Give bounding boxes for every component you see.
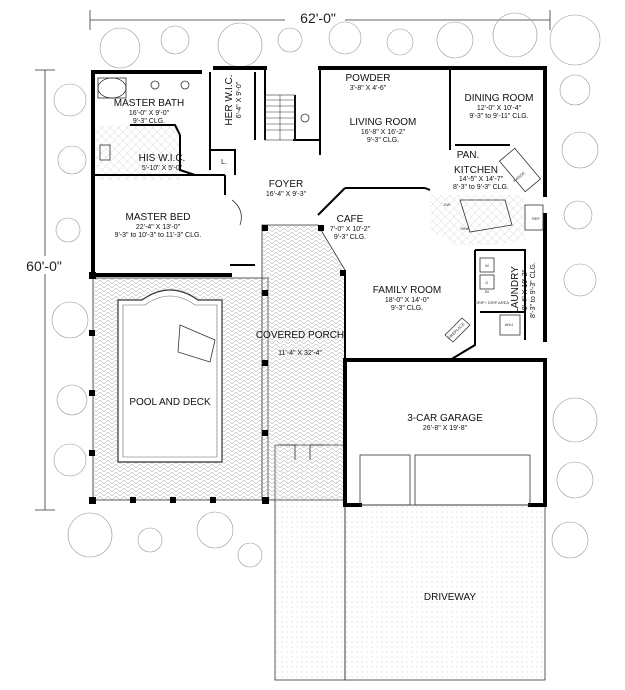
foyer-size: 16'-4" X 9'-3" [266, 191, 307, 198]
master-bed-size: 22'-4" X 13'-0" [136, 224, 181, 231]
foyer-name: FOYER [269, 179, 303, 190]
interior-walls [93, 68, 526, 365]
landscaping [51, 12, 601, 568]
garage-size: 26'-8" X 19'-8" [423, 425, 468, 432]
covered-porch-label: COVERED PORCH [256, 330, 344, 341]
pantry-name: PAN. [457, 150, 480, 161]
cafe-name: CAFE [337, 214, 364, 225]
columns [89, 225, 346, 504]
laundry-name: LAUNDRY [510, 266, 521, 314]
living-room-size: 16'-8" X 16'-2" [361, 129, 406, 136]
powder-name: POWDER [346, 73, 391, 84]
depth-label: 60'-0" [26, 258, 62, 274]
dimension-width: 62'-0" [89, 8, 551, 30]
his-wic-name: HIS W.I.C. [139, 153, 186, 164]
ref-label: REF [532, 216, 541, 221]
kitchen-fixtures [459, 147, 544, 336]
range-label: RANGE [512, 170, 526, 183]
her-wic-size: 6'-4" X 9'-0" [236, 81, 243, 118]
laundry-ceiling: 8'-3" to 9'-3" CLG. [530, 262, 537, 318]
master-bath-name: MASTER BATH [114, 98, 184, 109]
master-bath-tile [95, 125, 180, 180]
family-room-name: FAMILY ROOM [373, 285, 442, 296]
laundry-size: 8'-4" X 10'-2" [522, 269, 529, 310]
exterior-walls [91, 66, 547, 507]
ahu-label: AHU [505, 322, 514, 327]
fireplace: FIREPLACE [444, 317, 471, 343]
his-wic-size: 5'-10" X 5'-0" [142, 165, 183, 172]
master-bath-size: 16'-0" X 9'-0" [129, 110, 170, 117]
kitchen-size: 14'-5" X 14'-7" [459, 176, 504, 183]
master-bed-ceiling: 9'-3" to 10'-3" to 11'-3" CLG. [115, 232, 202, 239]
dining-room-name: DINING ROOM [465, 93, 534, 104]
drip-label: DRIP / DRIP AREA [475, 300, 509, 305]
garage-doors [359, 454, 531, 506]
master-bath-ceiling: 9'-3" CLG. [133, 118, 165, 125]
kitchen-name: KITCHEN [454, 165, 498, 176]
living-room-ceiling: 9'-3" CLG. [367, 137, 399, 144]
cafe-size: 7'-0" X 10'-2" [330, 226, 371, 233]
entry-doors [231, 199, 325, 460]
covered-porch-size: 11'-4" X 32'-4" [278, 350, 322, 357]
pool-deck-label: POOL AND DECK [129, 397, 211, 408]
pool-deck: POOL AND DECK [92, 277, 269, 501]
covered-porch: COVERED PORCH 11'-4" X 32'-4" [256, 224, 346, 501]
bath-fixtures [97, 77, 310, 161]
dining-room-ceiling: 9'-3" to 9'-11" CLG. [469, 113, 528, 120]
master-bed-name: MASTER BED [125, 212, 190, 223]
kitchen-tile [430, 195, 525, 245]
living-room-name: LIVING ROOM [350, 117, 417, 128]
family-room-size: 18'-0" X 14'-0" [385, 297, 430, 304]
family-room-ceiling: 9'-3" CLG. [391, 305, 423, 312]
sink-label: SINK [460, 226, 470, 231]
garage-name: 3-CAR GARAGE [407, 413, 483, 424]
driveway-label: DRIVEWAY [424, 592, 477, 603]
room-labels: MASTER BATH 16'-0" X 9'-0" 9'-3" CLG. HE… [114, 73, 537, 432]
bi-label: BI [485, 289, 489, 294]
her-wic-name: HER W.I.C. [224, 74, 235, 125]
powder-size: 3'-8" X 4'-6" [350, 85, 387, 92]
dimension-depth: 60'-0" [15, 69, 73, 511]
dining-room-size: 12'-0" X 10'-4" [477, 105, 522, 112]
kitchen-ceiling: 8'-3" to 9'-3" CLG. [453, 184, 509, 191]
stairs [264, 94, 296, 141]
cafe-ceiling: 9'-3" CLG. [334, 234, 366, 241]
linen-name: L. [221, 159, 227, 166]
dw-label: DW [444, 202, 451, 207]
washer-label: W [485, 263, 489, 268]
dryer-label: D [486, 280, 489, 285]
width-label: 62'-0" [300, 10, 336, 26]
